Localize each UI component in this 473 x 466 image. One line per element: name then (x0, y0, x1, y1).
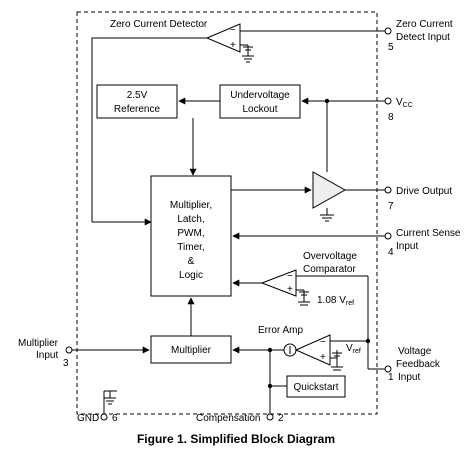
cs-pin-number: 4 (388, 247, 394, 258)
pin-7-terminal[interactable] (384, 186, 392, 194)
reference-line-2: Reference (114, 104, 161, 115)
multiplier-label: Multiplier (171, 345, 212, 356)
cs-pin-label-1: Current Sense (396, 228, 461, 239)
gnd-pin-label: GND (77, 413, 99, 424)
vfb-pin-number: 1 (388, 372, 394, 383)
zcd-pin-label-2: Detect Input (396, 32, 450, 43)
gnd-pin-number: 6 (112, 413, 118, 424)
reference-line-1: 2.5V (127, 90, 148, 101)
vcc-pin-number: 8 (388, 112, 394, 123)
pin-3-terminal[interactable] (65, 346, 73, 354)
vfb-pin-label-1: Voltage (398, 346, 432, 357)
ea-plus-sign: + (320, 352, 326, 363)
zero-current-detector-label: Zero Current Detector (110, 19, 208, 30)
drive-pin-number: 7 (388, 201, 394, 212)
zcd-plus-sign: + (230, 40, 236, 51)
core-line-5: & (188, 256, 195, 267)
pin-1-terminal[interactable] (384, 365, 392, 373)
uvlo-line-2: Lockout (242, 104, 277, 115)
ovp-plus-sign: + (287, 284, 293, 295)
uvlo-line-1: Undervoltage (230, 90, 290, 101)
wire-zcd-output (91, 37, 207, 222)
ic-boundary (76, 11, 378, 415)
error-amp (294, 334, 331, 366)
zero-current-detector-comparator (205, 23, 241, 53)
figure-caption: Figure 1. Simplified Block Diagram (137, 432, 335, 446)
overvoltage-line-2: Comparator (303, 264, 356, 275)
zcd-pin-number: 5 (388, 42, 394, 53)
ovp-reference-label: 1.08 Vref (317, 295, 354, 307)
cs-pin-label-2: Input (396, 241, 418, 252)
core-line-4: Timer, (177, 242, 204, 253)
drive-output-label: Drive Output (396, 186, 452, 197)
pin-2-terminal[interactable] (266, 413, 274, 421)
pin-6-terminal[interactable] (100, 413, 108, 421)
overvoltage-comparator (260, 269, 297, 297)
pin-4-terminal[interactable] (384, 232, 392, 240)
output-driver (312, 171, 347, 209)
vcc-pin-label: VCC (396, 97, 413, 109)
zcd-minus-sign: − (230, 25, 236, 36)
logic-core-block (150, 175, 232, 297)
pin-5-terminal[interactable] (384, 27, 392, 35)
mult-pin-label-2: Input (36, 350, 58, 361)
ea-reference-label: Vref (346, 343, 361, 355)
pin-8-terminal[interactable] (384, 97, 392, 105)
vfb-junction (365, 338, 371, 344)
overvoltage-line-1: Overvoltage (303, 251, 357, 262)
quickstart-label: Quickstart (293, 382, 338, 393)
comp-pin-number: 2 (278, 413, 284, 424)
comp-pin-label: Compensation (196, 413, 260, 424)
core-line-3: PWM, (177, 228, 204, 239)
core-line-6: Logic (179, 270, 203, 281)
zcd-pin-label-1: Zero Current (396, 19, 453, 30)
ea-minus-sign: − (320, 337, 326, 348)
mult-pin-number: 3 (63, 358, 69, 369)
vfb-pin-label-2: Feedback (396, 359, 441, 370)
vfb-pin-label-3: Input (398, 372, 420, 383)
core-line-2: Latch, (177, 214, 204, 225)
core-line-1: Multiplier, (170, 200, 212, 211)
reference-block (96, 84, 178, 119)
ovp-minus-sign: − (287, 271, 293, 282)
error-amp-label: Error Amp (258, 325, 303, 336)
mult-pin-label-1: Multiplier (18, 338, 59, 349)
